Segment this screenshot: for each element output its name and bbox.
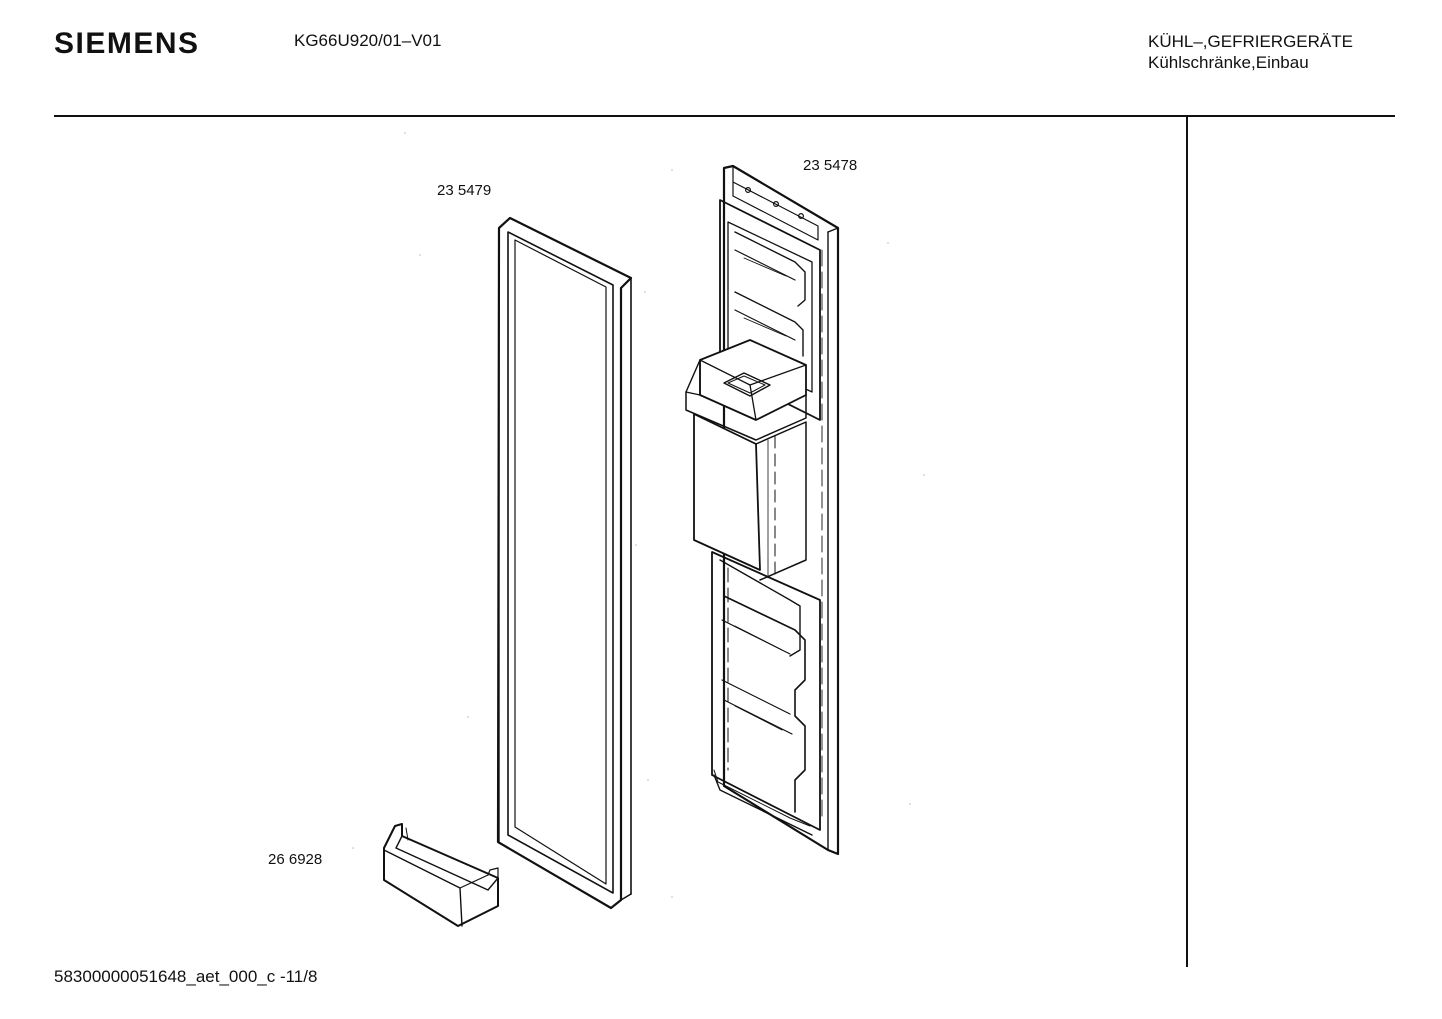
- document-code: 58300000051648_aet_000_c -11/8: [54, 967, 318, 986]
- door-shelf-part[interactable]: [383, 823, 499, 927]
- category-line-1: KÜHL–,GEFRIERGERÄTE: [1148, 32, 1353, 51]
- header-divider: [54, 115, 1395, 117]
- part-label-door-liner[interactable]: 23 5478: [803, 157, 858, 174]
- door-liner-part[interactable]: [685, 164, 840, 856]
- category-block: KÜHL–,GEFRIERGERÄTE Kühlschränke,Einbau: [1148, 31, 1353, 73]
- part-label-gasket[interactable]: 23 5479: [437, 182, 492, 199]
- brand-logo: SIEMENS: [54, 27, 200, 60]
- category-line-2: Kühlschränke,Einbau: [1148, 53, 1309, 72]
- side-divider: [1186, 117, 1188, 967]
- door-gasket-part[interactable]: [496, 216, 633, 910]
- scan-specks: [352, 132, 925, 898]
- part-label-door-shelf[interactable]: 26 6928: [268, 851, 323, 868]
- model-number: KG66U920/01–V01: [294, 31, 442, 50]
